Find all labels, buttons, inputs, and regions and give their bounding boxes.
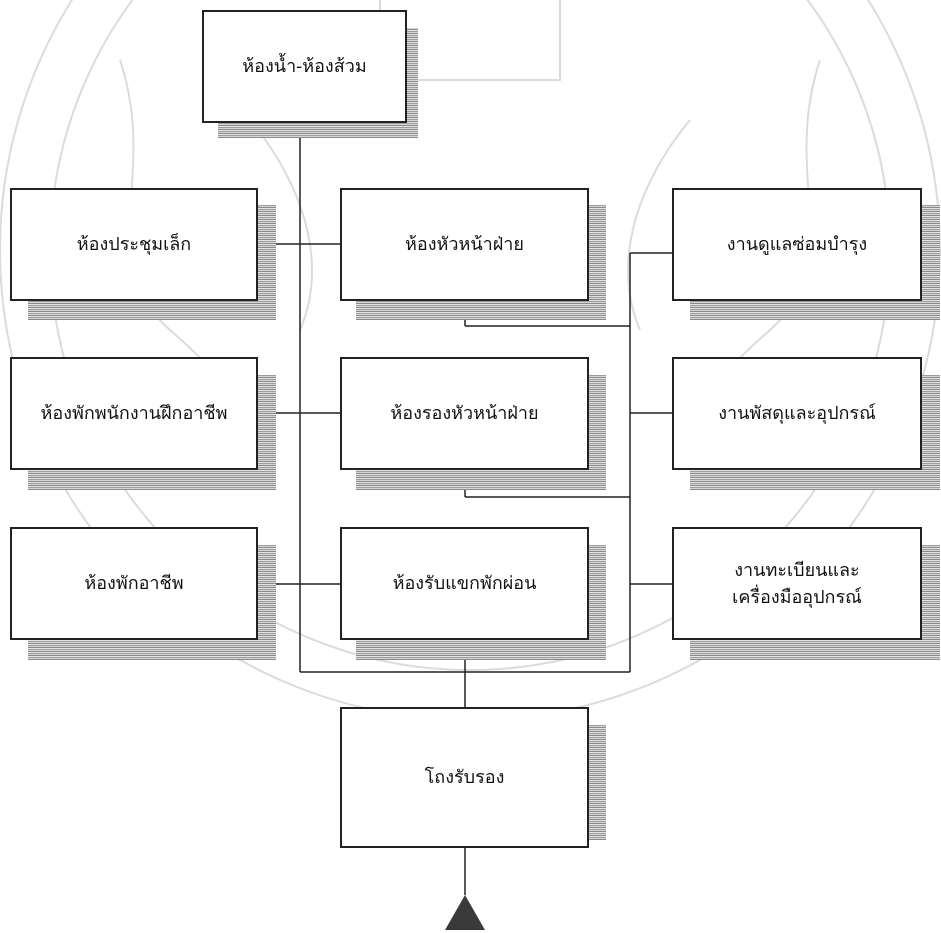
node-label: ห้องพักพนักงานฝึกอาชีพ [40, 403, 228, 424]
entrance-triangle-icon [445, 895, 485, 930]
node-label: ห้องหัวหน้าฝ่าย [405, 234, 524, 255]
node-maintenance: งานดูแลซ่อมบำรุง [672, 188, 922, 301]
node-head-office: ห้องหัวหน้าฝ่าย [340, 188, 589, 301]
node-label: งานพัสดุและอุปกรณ์ [718, 403, 876, 424]
node-label: โถงรับรอง [424, 767, 505, 788]
node-lobby: โถงรับรอง [340, 707, 589, 848]
node-label: ห้องรองหัวหน้าฝ่าย [390, 403, 539, 424]
node-registry: งานทะเบียนและ เครื่องมืออุปกรณ์ [672, 527, 922, 640]
node-label: ห้องน้ำ-ห้องส้วม [242, 56, 367, 77]
node-deputy-head-office: ห้องรองหัวหน้าฝ่าย [340, 357, 589, 470]
node-label: ห้องพักอาชีพ [84, 573, 184, 594]
node-label: ห้องประชุมเล็ก [76, 234, 192, 255]
node-label: งานดูแลซ่อมบำรุง [726, 234, 868, 255]
node-restroom: ห้องน้ำ-ห้องส้วม [202, 10, 407, 123]
node-guest-lounge: ห้องรับแขกพักผ่อน [340, 527, 589, 640]
node-vocational-staff-lounge: ห้องพักพนักงานฝึกอาชีพ [10, 357, 258, 470]
node-label: งานทะเบียนและ เครื่องมืออุปกรณ์ [732, 559, 862, 608]
node-small-meeting-room: ห้องประชุมเล็ก [10, 188, 258, 301]
node-vocational-lounge: ห้องพักอาชีพ [10, 527, 258, 640]
node-supplies: งานพัสดุและอุปกรณ์ [672, 357, 922, 470]
node-label: ห้องรับแขกพักผ่อน [392, 573, 537, 594]
